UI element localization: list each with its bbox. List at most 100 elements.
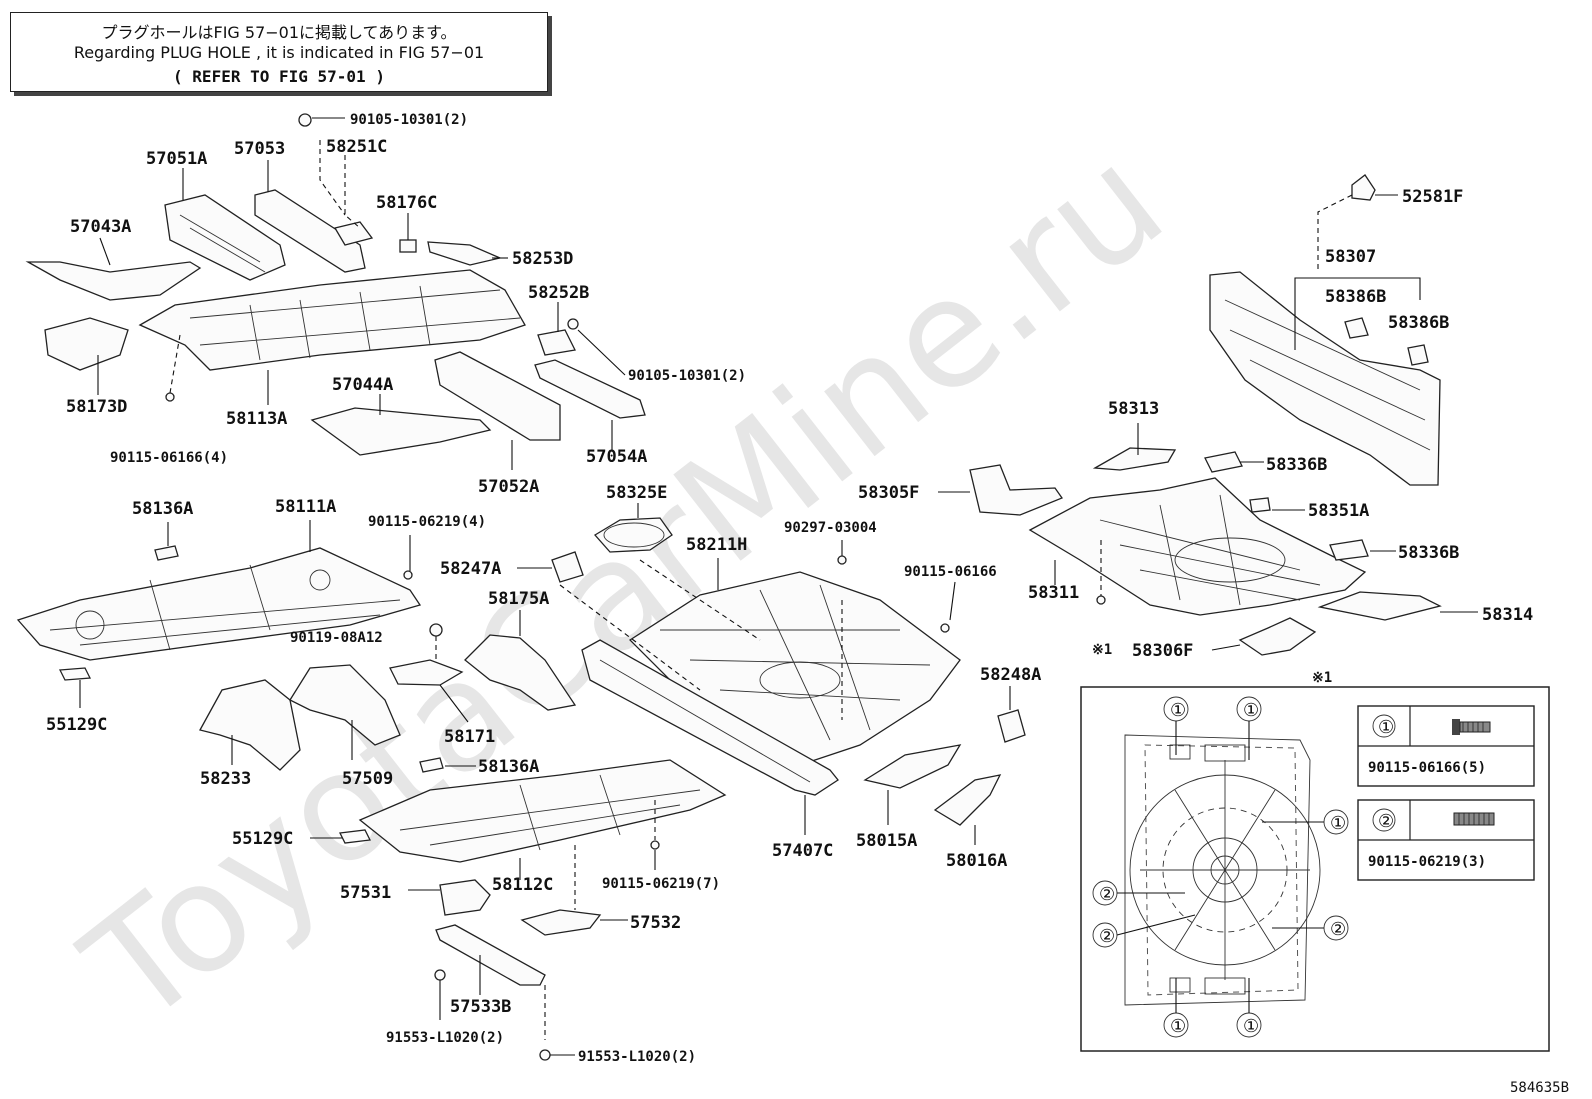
label-58305f: 58305F [858,483,919,503]
legend-1-num: ① [1378,717,1394,738]
part-52581f-shape [1351,174,1376,201]
label-58306f: 58306F [1132,641,1193,661]
bolt-90119-08a12-shape [429,623,443,637]
bolt-90105-10301-top-shape [298,113,312,127]
label-57051a: 57051A [146,149,207,169]
inset-detail: ※1 ① ① ① ② ② ② ① ① [1080,670,1550,1052]
inset-callout-2-b: ② [1099,926,1115,947]
note-japanese: プラグホールはFIG 57−01に掲載してあります。 [101,23,457,42]
label-91553-l1020-a: 91553-L1020(2) [386,1030,504,1046]
label-58336b-top: 58336B [1266,455,1327,475]
label-58314: 58314 [1482,605,1533,625]
label-58351a: 58351A [1308,501,1369,521]
inset-callout-2-a: ② [1099,884,1115,905]
inset-callout-2-c: ② [1330,919,1346,940]
label-58251c: 58251C [326,137,387,157]
label-58176c: 58176C [376,193,437,213]
part-55129c-left-shape [58,667,92,681]
label-58233: 58233 [200,769,251,789]
part-58305f-shape [969,464,1064,516]
part-58325e-shape [593,517,673,553]
inset-callout-1-a: ① [1170,700,1186,721]
label-90115-06166: 90115-06166 [904,564,997,580]
part-58252b-shape [537,329,576,356]
part-58251c-shape [333,221,374,246]
label-57532: 57532 [630,913,681,933]
label-57054a: 57054A [586,447,647,467]
part-57044a-shape [310,407,492,456]
label-58112c: 58112C [492,875,553,895]
note-reference: ( REFER TO FIG 57-01 ) [173,67,385,86]
bolt-icon-1 [1452,719,1491,735]
part-57531-shape [439,879,491,916]
part-58015a-shape [863,744,962,789]
label-58336b-mid: 58336B [1398,543,1459,563]
part-58336b-top-shape [1204,451,1243,473]
bolt-90115-06219-4-shape [403,570,413,580]
inset-callout-1-e: ① [1243,1016,1259,1037]
bolt-91553-b-shape [539,1049,551,1061]
plug-hole-note: プラグホールはFIG 57−01に掲載してあります。 Regarding PLU… [10,12,548,92]
part-58175a-shape [464,634,577,711]
label-90297-03004: 90297-03004 [784,520,877,536]
label-58248a: 58248A [980,665,1041,685]
part-57407c-shape [581,639,839,796]
label-57044a: 57044A [332,375,393,395]
part-58248a-shape [997,709,1026,743]
label-55129c-left: 55129C [46,715,107,735]
label-90115-06219-4: 90115-06219(4) [368,514,486,530]
label-57052a: 57052A [478,477,539,497]
part-57053-shape [254,189,366,273]
label-57053: 57053 [234,139,285,159]
part-57509-shape [289,664,401,746]
label-58252b: 58252B [528,283,589,303]
label-91553-l1020-b: 91553-L1020(2) [578,1049,696,1065]
part-57532-shape [520,909,602,936]
part-58111a-shape [16,547,422,661]
part-58176c-shape [399,239,417,253]
figure-code: 584635B [1510,1080,1569,1096]
label-58015a: 58015A [856,831,917,851]
inset-callout-1-c: ① [1330,813,1346,834]
part-58336b-mid-shape [1329,539,1369,561]
label-58171: 58171 [444,727,495,747]
part-58233-shape [199,679,301,771]
label-mark1: ※1 [1092,642,1112,658]
label-90115-06166-4: 90115-06166(4) [110,450,228,466]
part-58136a-mid-shape [419,757,444,773]
bolt-90297-03004-shape [837,555,847,565]
part-58113a-shape [138,269,526,371]
label-58253d: 58253D [512,249,573,269]
part-58307-shape [1209,271,1441,486]
label-58211h: 58211H [686,535,747,555]
part-58253d-shape [427,241,503,266]
label-57407c: 57407C [772,841,833,861]
part-57533b-shape [435,924,546,986]
inset-callout-1-d: ① [1170,1016,1186,1037]
bolt-91553-a-shape [434,969,446,981]
part-58386b-right-shape [1407,344,1429,366]
bolt-90115-06166-mid-shape [940,623,950,633]
label-57043a: 57043A [70,217,131,237]
bolt-90115-06166-shape [165,392,175,402]
legend-2-part: 90115-06219(3) [1368,854,1486,870]
label-52581f: 52581F [1402,187,1463,207]
label-58173d: 58173D [66,397,127,417]
part-58314-shape [1317,591,1442,621]
bolt-icon-2 [1453,812,1495,826]
part-57043a-shape [25,261,202,301]
label-58325e: 58325E [606,483,667,503]
label-58136a-top: 58136A [132,499,193,519]
part-58173d-shape [44,317,129,371]
note-english: Regarding PLUG HOLE , it is indicated in… [73,43,485,62]
label-58386b-right: 58386B [1388,313,1449,333]
part-58386b-left-shape [1344,317,1369,339]
part-58306f-shape [1238,617,1317,656]
label-58313: 58313 [1108,399,1159,419]
part-57054a-shape [534,359,646,419]
label-58016a: 58016A [946,851,1007,871]
part-58016a-shape [933,774,1002,826]
legend-1-part: 90115-06166(5) [1368,760,1486,776]
label-58136a-mid: 58136A [478,757,539,777]
inset-callout-1-b: ① [1243,700,1259,721]
